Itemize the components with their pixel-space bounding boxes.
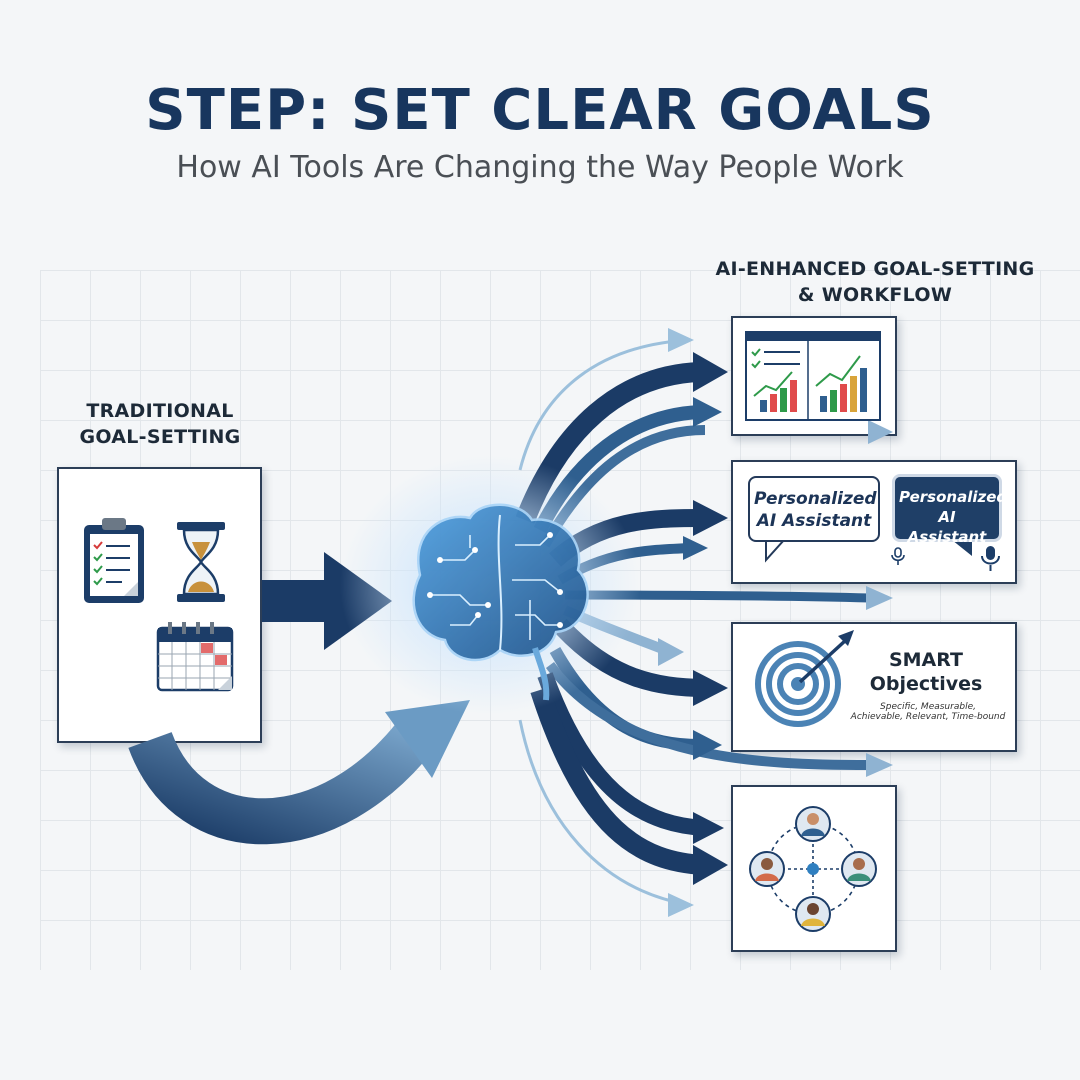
assistant-bubble-light: Personalized AI Assistant — [748, 476, 880, 542]
page-subtitle: How AI Tools Are Changing the Way People… — [176, 150, 904, 185]
flow-arrow-heads — [658, 352, 893, 885]
target-icon — [755, 630, 854, 727]
ai-enhanced-label: AI-ENHANCED GOAL-SETTING & WORKFLOW — [715, 258, 1035, 306]
traditional-label: TRADITIONAL GOAL-SETTING — [79, 400, 241, 448]
team-network-icon — [749, 806, 877, 932]
assistant-bubble-dark: Personalized AI Assistant — [892, 474, 1007, 546]
avatar — [795, 806, 831, 842]
clipboard-checklist-icon — [84, 518, 144, 603]
avatar — [841, 851, 877, 887]
curved-input-arrow — [128, 700, 470, 845]
avatar — [795, 896, 831, 932]
thin-arc-heads — [668, 328, 694, 917]
thin-flow-arcs — [518, 338, 691, 907]
page-title: STEP: SET CLEAR GOALS — [145, 78, 935, 143]
microphone-icon-small — [891, 547, 905, 565]
avatar — [749, 851, 785, 887]
bubble-tail-dark — [952, 540, 972, 556]
circuit-brain-icon — [412, 503, 589, 701]
microphone-icon — [981, 546, 1000, 571]
hourglass-icon — [177, 522, 225, 602]
analytics-dashboard-icon — [745, 331, 881, 421]
smart-objectives-description: Specific, Measurable, Achievable, Releva… — [850, 702, 1006, 722]
bubble-tail-light — [765, 539, 787, 563]
traditional-card — [57, 467, 262, 743]
smart-objectives-title: SMART Objectives — [869, 649, 983, 695]
calendar-icon — [156, 622, 234, 692]
